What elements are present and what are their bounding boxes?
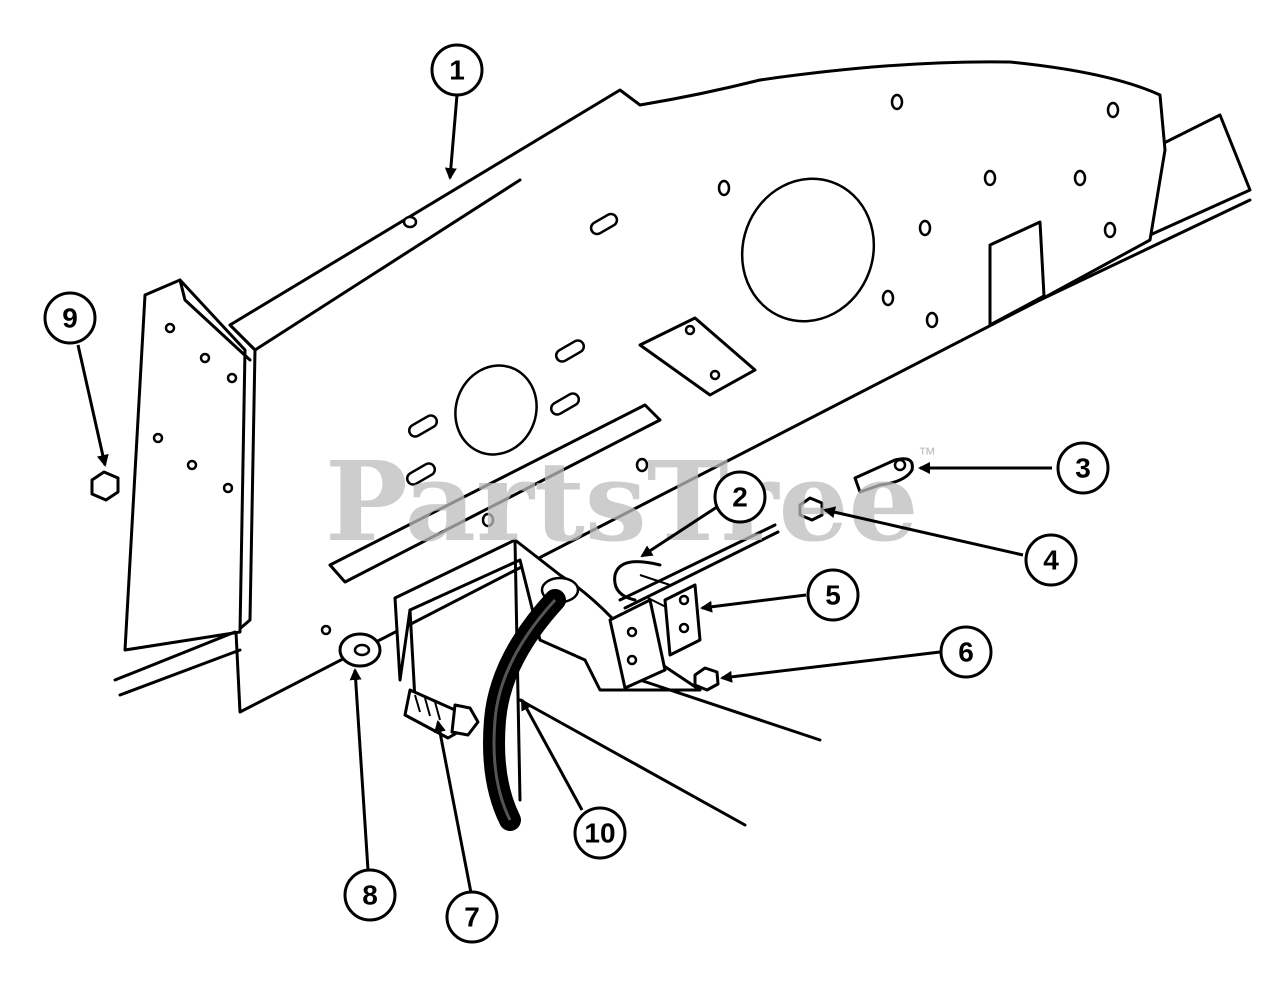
callout-5: 5 [806,568,860,622]
callout-8: 8 [343,868,397,922]
threaded-rod [618,523,780,610]
callout-3: 3 [1056,441,1110,495]
svg-text:5: 5 [825,580,841,611]
main-frame-panel [228,60,1167,714]
svg-text:10: 10 [584,818,615,849]
svg-text:1: 1 [449,55,465,86]
callout-10: 10 [573,806,627,860]
svg-text:9: 9 [62,303,78,334]
watermark: PartsTree ™ [325,437,936,566]
hex-nut-9 [90,470,120,502]
left-bracket [113,278,252,697]
callout-1: 1 [430,43,484,97]
callout-arrows [76,94,1052,899]
svg-text:6: 6 [958,637,974,668]
mount-plate [608,583,702,690]
washer-8 [320,624,382,668]
callout-9: 9 [43,291,97,345]
callout-4: 4 [1024,533,1078,587]
svg-text:7: 7 [464,902,480,933]
watermark-text: PartsTree [325,437,919,566]
callout-2: 2 [713,470,767,524]
svg-text:3: 3 [1075,453,1091,484]
hex-nut-6 [693,666,720,692]
svg-text:4: 4 [1043,545,1059,576]
watermark-trademark: ™ [918,444,936,464]
svg-text:2: 2 [732,482,748,513]
callout-7: 7 [445,890,499,944]
hose [483,589,566,831]
cross-bar [328,403,662,584]
rod-end [853,457,914,494]
bolt-7 [403,688,480,740]
svg-text:8: 8 [362,880,378,911]
hex-nut-4 [798,496,824,522]
callout-6: 6 [939,625,993,679]
lower-bracket [393,538,822,827]
